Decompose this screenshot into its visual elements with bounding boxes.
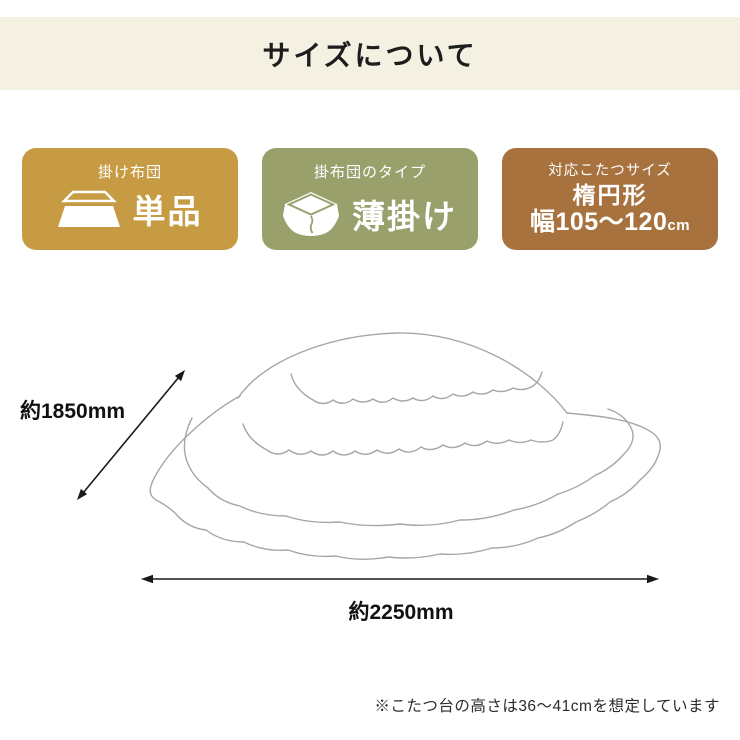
- futon-inner-rim: [183, 408, 634, 527]
- futon-line-drawing: [149, 332, 661, 560]
- futon-upper-ruffle: [290, 371, 543, 405]
- badge-value: 単品: [132, 193, 203, 230]
- badge-width-unit: cm: [667, 217, 691, 235]
- page-title: サイズについて: [262, 39, 478, 71]
- width-dimension-label: 約2250mm: [348, 601, 454, 624]
- futon-dome-outline: [237, 332, 568, 414]
- badge-futon-type: 掛布団のタイプ 薄掛け: [262, 148, 478, 250]
- futon-outer-skirt: [149, 395, 661, 560]
- badge-kotatsu-size: 対応こたつサイズ 楕円形 幅105〜120cm: [502, 148, 718, 250]
- depth-dimension-label: 約1850mm: [20, 400, 126, 423]
- depth-dimension-arrow: [77, 370, 185, 500]
- badge-shape-value: 楕円形: [572, 182, 648, 208]
- width-dimension-arrow: [141, 574, 659, 584]
- badge-value: 薄掛け: [352, 197, 457, 235]
- badge-label: 掛け布団: [97, 164, 162, 181]
- badge-label: 対応こたつサイズ: [548, 163, 672, 179]
- futon-lower-ruffle: [242, 421, 564, 456]
- spec-badges: 掛け布団 単品 掛布団のタイプ: [22, 148, 718, 250]
- kotatsu-flat-icon: [57, 190, 120, 233]
- badge-label: 掛布団のタイプ: [313, 164, 426, 181]
- badge-width-value: 幅105〜120cm: [529, 208, 691, 237]
- footnote-text: ※こたつ台の高さは36〜41cmを想定しています: [374, 698, 720, 715]
- kotatsu-futon-icon: [283, 190, 339, 242]
- badge-futon-single: 掛け布団 単品: [22, 148, 238, 250]
- section-header: サイズについて: [0, 17, 740, 90]
